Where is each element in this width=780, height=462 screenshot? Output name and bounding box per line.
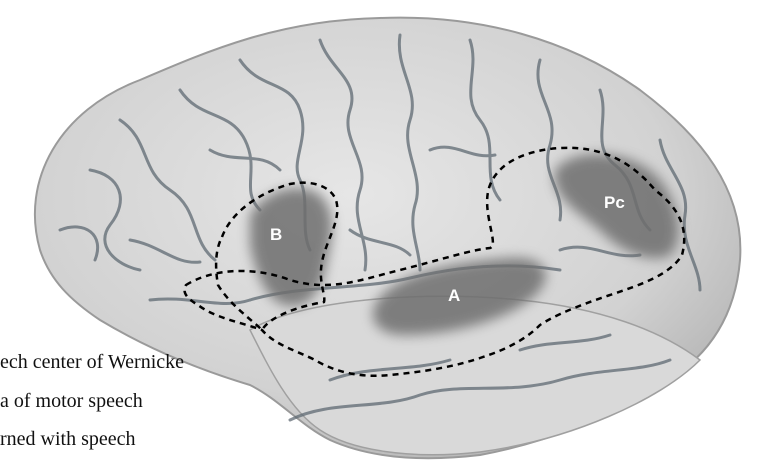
caption-line-1: ech center of Wernicke: [0, 352, 184, 372]
region-label-a: A: [448, 286, 460, 305]
caption-line-2: a of motor speech: [0, 391, 143, 411]
caption-line-3: rned with speech: [0, 429, 136, 449]
region-label-pc: Pc: [604, 193, 625, 212]
region-label-b: B: [270, 225, 282, 244]
